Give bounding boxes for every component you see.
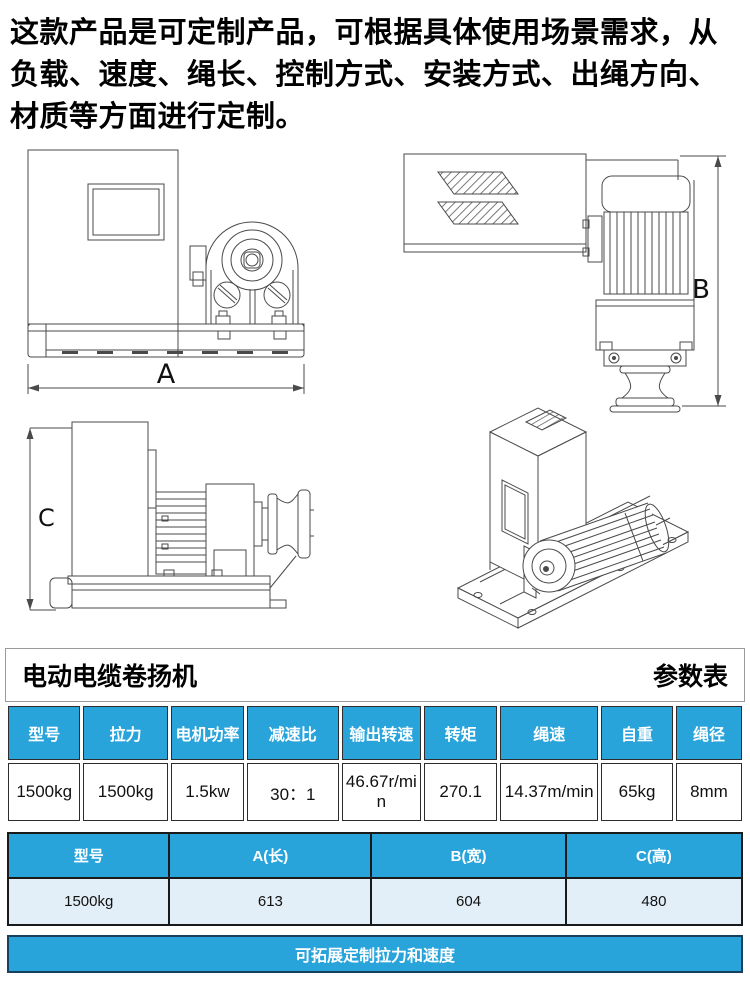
- dim-label-b: B: [692, 275, 710, 305]
- intro-line-1: 这款产品是可定制产品，可根据具体使用场景需求，从: [10, 17, 719, 49]
- motor-iso: [522, 502, 670, 599]
- header-motor-power: 电机功率: [170, 706, 245, 760]
- intro-line-3: 材质等方面进行定制。: [10, 101, 306, 133]
- base-rail-side: [49, 569, 287, 609]
- value-output-speed: 46.67r/min: [341, 763, 422, 821]
- header-rope-speed: 绳速: [500, 706, 599, 760]
- customization-note: 可拓展定制拉力和速度: [294, 948, 455, 965]
- sheave-top: [603, 349, 687, 413]
- header-self-weight: 自重: [601, 706, 673, 760]
- dim-label-a: A: [157, 359, 176, 390]
- capstan-side: [267, 489, 314, 589]
- header-torque: 转矩: [424, 706, 498, 760]
- header-output-speed: 输出转速: [341, 706, 422, 760]
- dim-value-length: 613: [168, 877, 373, 926]
- dimension-table: 型号 A(长) B(宽) C(高) 1500kg 613 604 480: [6, 832, 744, 926]
- intro-paragraph: 这款产品是可定制产品，可根据具体使用场景需求，从 负载、速度、绳长、控制方式、安…: [0, 0, 750, 138]
- control-box-top: [403, 153, 587, 253]
- value-torque: 270.1: [424, 763, 498, 821]
- intro-line-2: 负载、速度、绳长、控制方式、安装方式、出绳方向、: [10, 59, 719, 91]
- technical-drawings: A: [0, 138, 750, 648]
- parameter-header-row: 型号 拉力 电机功率 减速比 输出转速 转矩 绳速 自重 绳径: [8, 706, 742, 760]
- header-pull-force: 拉力: [83, 706, 168, 760]
- dim-header-width: B(宽): [370, 832, 567, 879]
- dimension-b: B: [680, 155, 726, 407]
- dim-header-model: 型号: [6, 832, 171, 879]
- dimension-header-row: 型号 A(长) B(宽) C(高): [6, 832, 744, 879]
- motor-side: [155, 491, 207, 575]
- base-rail: [27, 323, 305, 358]
- dim-header-height: C(高): [564, 832, 744, 879]
- dim-value-model: 1500kg: [6, 877, 171, 926]
- value-rope-speed: 14.37m/min: [500, 763, 599, 821]
- parameter-data-row: 1500kg 1500kg 1.5kw 30：1 46.67r/min 270.…: [8, 763, 742, 821]
- value-pull-force: 1500kg: [83, 763, 168, 821]
- spec-section: 电动电缆卷扬机 参数表 型号 拉力 电机功率 减速比 输出转速 转矩 绳速 自重…: [5, 648, 745, 973]
- spec-table-label: 参数表: [652, 663, 728, 691]
- header-model: 型号: [8, 706, 81, 760]
- motor-top: [582, 175, 691, 295]
- dim-header-length: A(长): [168, 832, 373, 879]
- value-rope-diameter: 8mm: [675, 763, 742, 821]
- control-box-side: [71, 421, 157, 577]
- dim-label-c: C: [38, 504, 55, 532]
- control-box: [27, 149, 179, 325]
- dimension-a: A: [27, 359, 305, 394]
- gearbox-side: [205, 483, 269, 577]
- header-reduction-ratio: 减速比: [247, 706, 339, 760]
- side-view-drawing: C: [26, 421, 314, 611]
- header-rope-diameter: 绳径: [675, 706, 742, 760]
- isometric-view-drawing: [456, 407, 690, 629]
- dim-value-width: 604: [370, 877, 567, 926]
- front-view-drawing: A: [27, 149, 305, 394]
- rope-pulley-assembly: [189, 221, 299, 325]
- value-model: 1500kg: [8, 763, 81, 821]
- dimension-c: C: [26, 427, 72, 611]
- parameter-table: 型号 拉力 电机功率 减速比 输出转速 转矩 绳速 自重 绳径 1500kg 1…: [5, 703, 745, 824]
- top-view-drawing: B: [403, 153, 726, 413]
- value-self-weight: 65kg: [601, 763, 673, 821]
- customization-note-bar: 可拓展定制拉力和速度: [7, 935, 743, 973]
- value-motor-power: 1.5kw: [170, 763, 245, 821]
- value-reduction-ratio: 30：1: [247, 763, 339, 821]
- gearbox-top: [595, 299, 695, 351]
- dim-value-height: 480: [564, 877, 744, 926]
- product-title: 电动电缆卷扬机: [22, 663, 198, 691]
- dimension-data-row: 1500kg 613 604 480: [6, 877, 744, 926]
- spec-title-bar: 电动电缆卷扬机 参数表: [5, 648, 745, 702]
